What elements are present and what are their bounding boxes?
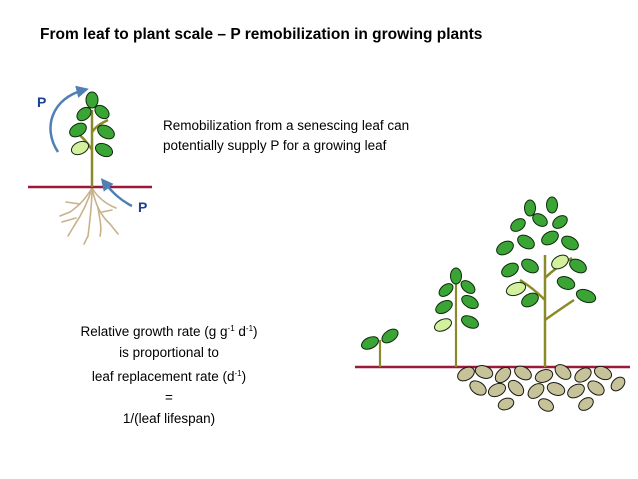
leaf: [517, 234, 535, 250]
leaf: [532, 213, 548, 227]
formula-line-2: is proportional to: [119, 345, 219, 360]
growing-leaf: [85, 91, 99, 109]
litter-leaf: [610, 376, 626, 392]
litter-leaf: [457, 366, 475, 382]
litter-leaf: [494, 366, 512, 384]
litter-leaf: [497, 397, 515, 411]
senescing-leaf: [505, 281, 527, 297]
litter-leaf: [514, 365, 532, 381]
leaf: [450, 267, 462, 285]
senescing-leaf: [434, 318, 452, 332]
slide-title: From leaf to plant scale – P remobilizat…: [40, 26, 483, 43]
leaf: [76, 106, 92, 122]
leaf: [501, 262, 519, 278]
leaf: [461, 315, 479, 329]
leaf: [521, 258, 539, 274]
seedling-plant: [361, 328, 399, 367]
leaf: [69, 122, 87, 138]
litter-leaf: [554, 364, 572, 380]
litter-leaf: [567, 383, 585, 399]
leaf: [97, 124, 115, 140]
diagram-plant: [28, 85, 152, 245]
litter-leaf: [469, 380, 487, 396]
formula-line-1: Relative growth rate (g g-1 d-1): [80, 324, 258, 339]
leaf: [435, 299, 453, 315]
leaf: [521, 292, 539, 308]
litter-leaf: [587, 380, 605, 396]
litter-leaf: [574, 367, 592, 383]
litter-leaf: [538, 398, 554, 412]
leaf: [556, 276, 576, 290]
young-plant: [434, 267, 479, 367]
leaf: [510, 218, 526, 232]
litter-leaf: [593, 365, 613, 381]
leaf: [541, 230, 559, 246]
remobilization-caption: Remobilization from a senescing leaf can…: [163, 116, 409, 156]
senescing-leaf: [551, 254, 569, 270]
leaf: [552, 215, 568, 229]
litter-leaf: [527, 383, 545, 399]
leaf: [460, 280, 476, 294]
formula-line-3: leaf replacement rate (d-1): [91, 369, 247, 384]
leaf: [381, 328, 399, 344]
leaf: [461, 294, 479, 310]
leaf: [496, 240, 514, 256]
litter-leaf: [534, 369, 554, 383]
litter-leaf: [546, 382, 566, 396]
remobilization-arrow: [49, 85, 89, 153]
p-label-bottom: P: [138, 199, 148, 215]
leaf: [546, 196, 558, 214]
leaf: [524, 199, 536, 217]
litter-leaf: [507, 379, 525, 397]
litter-leaf: [487, 382, 507, 398]
p-label-top: P: [37, 94, 47, 110]
leaf: [569, 258, 587, 274]
leaf: [438, 283, 454, 297]
leaf: [94, 104, 110, 120]
leaf-litter: [457, 364, 626, 412]
caption-line-2: potentially supply P for a growing leaf: [163, 138, 387, 153]
uptake-arrow: [100, 178, 133, 208]
caption-line-1: Remobilization from a senescing leaf can: [163, 118, 410, 133]
senescing-leaf: [70, 140, 90, 156]
growth-rate-formula: Relative growth rate (g g-1 d-1) is prop…: [40, 318, 298, 429]
leaf: [361, 336, 379, 350]
leaf: [575, 288, 597, 304]
formula-line-5: 1/(leaf lifespan): [122, 411, 216, 426]
root-system: [59, 187, 119, 245]
litter-leaf: [578, 397, 594, 411]
formula-line-4: =: [165, 390, 173, 405]
leaf: [561, 235, 579, 251]
litter-leaf: [474, 365, 494, 379]
leaf: [94, 142, 114, 158]
mature-plant: [496, 196, 597, 367]
